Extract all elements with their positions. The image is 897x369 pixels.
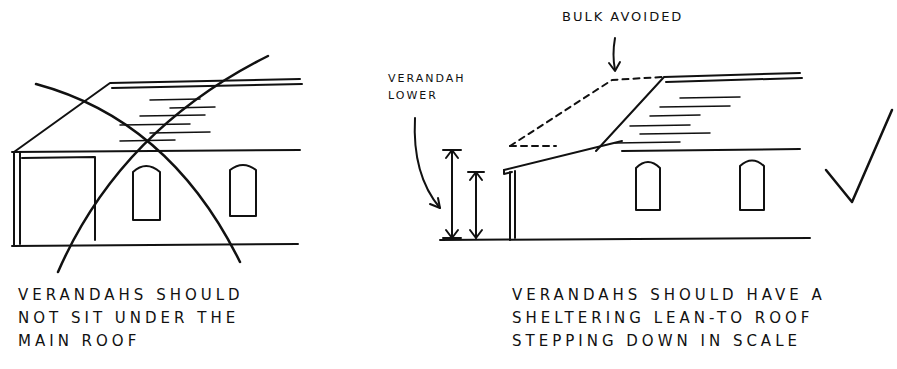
callout-note: BULK AVOIDED xyxy=(562,8,762,25)
dimension-label: VERANDAH LOWER xyxy=(388,70,483,104)
wrong-house xyxy=(12,56,302,272)
caption-note: VERANDAHS SHOULD HAVE A SHELTERING LEAN-… xyxy=(512,284,882,353)
correct-house xyxy=(415,38,892,240)
caption-note: VERANDAHS SHOULD NOT SIT UNDER THE MAIN … xyxy=(18,284,280,353)
